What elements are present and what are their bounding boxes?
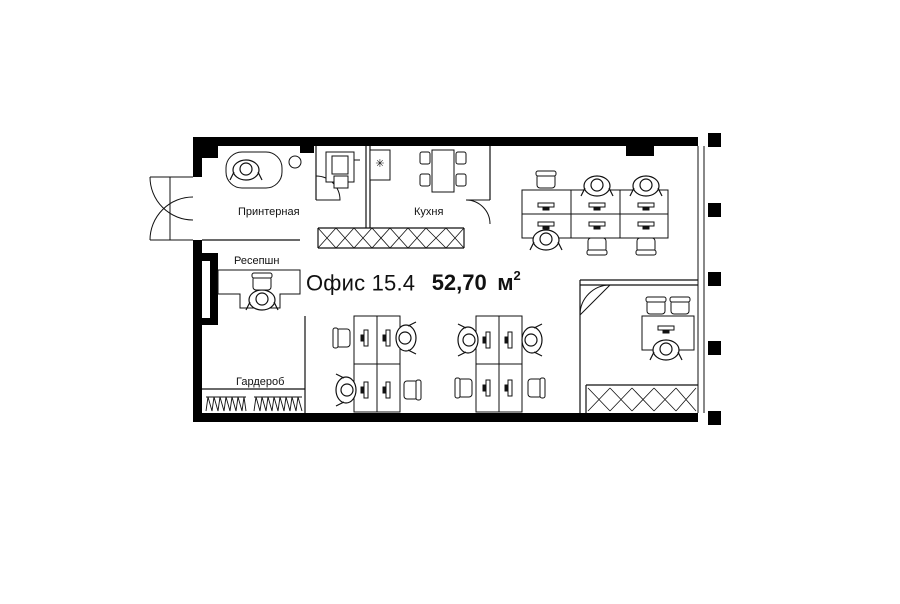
center-left-workstations	[332, 315, 422, 413]
kitchen-fixtures: ✳	[369, 149, 467, 193]
office-name: Офис 15.4	[306, 270, 416, 296]
printer-room-furniture	[325, 151, 360, 189]
room-label-printer: Принтерная	[238, 206, 300, 218]
manager-office-furniture	[641, 296, 695, 361]
room-label-kitchen: Кухня	[414, 206, 444, 218]
unit-text: м	[497, 270, 514, 296]
office-area: 52,70	[431, 270, 487, 296]
unit-power: 2	[513, 268, 521, 283]
room-label-reception: Ресепшн	[234, 255, 280, 267]
storage-cabinets	[587, 387, 697, 412]
office-title: Офис 15.4 52,70 м2	[306, 268, 521, 296]
svg-text:✳: ✳	[375, 157, 384, 170]
room-label-wardrobe: Гардероб	[236, 376, 285, 388]
kitchen-cabinets	[317, 227, 465, 249]
wardrobe-hangers	[205, 396, 303, 412]
center-right-workstations	[454, 315, 546, 413]
top-right-workstations	[521, 170, 669, 256]
window-lines	[697, 146, 705, 413]
interior-partitions	[202, 146, 698, 413]
reception-desk	[217, 269, 301, 311]
top-left-workstation	[225, 151, 302, 189]
exterior-walls	[193, 133, 721, 425]
office-area-unit: м2	[497, 268, 521, 296]
